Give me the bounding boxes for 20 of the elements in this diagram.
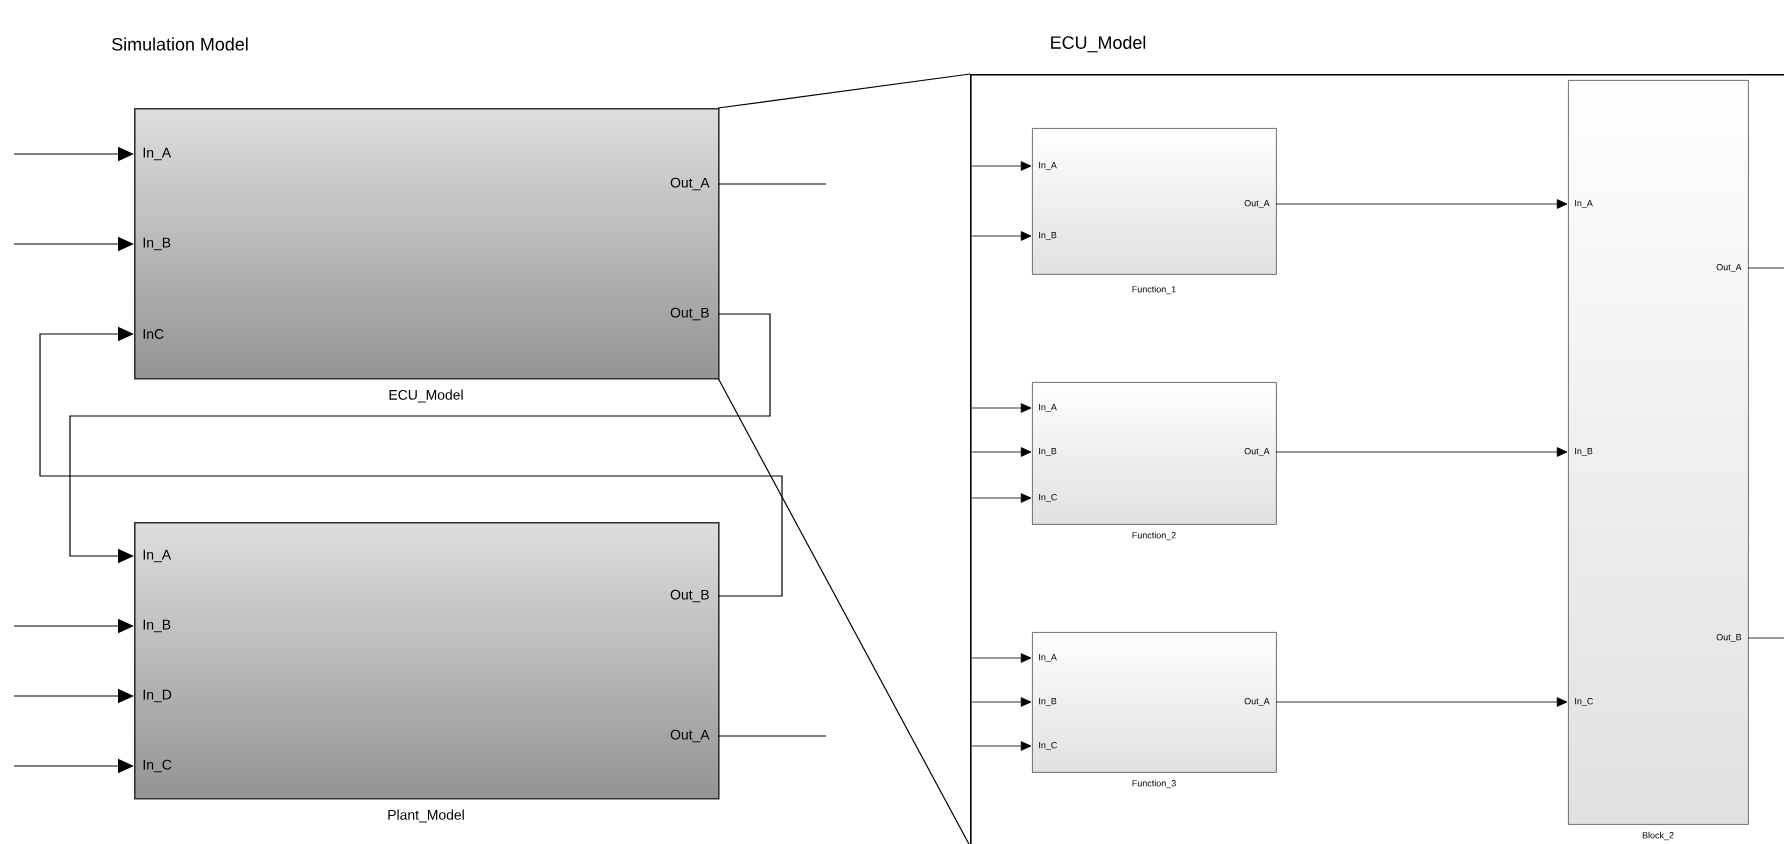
signal-line	[971, 741, 1032, 751]
panel-title: ECU_Model	[1051, 35, 1146, 53]
signal-line	[971, 653, 1032, 663]
zoom-line	[717, 377, 971, 844]
signal-line	[717, 183, 827, 185]
signal-line	[971, 697, 1032, 707]
connector-line	[1275, 447, 1568, 457]
connector-line	[39, 326, 783, 597]
signal-line	[971, 403, 1032, 413]
signal-line	[971, 493, 1032, 503]
signal-line	[1747, 267, 1784, 269]
diagram-title: Simulation Model	[112, 37, 248, 51]
signal-line	[971, 447, 1032, 457]
signal-line	[971, 161, 1032, 171]
connector-line	[1275, 199, 1568, 209]
signal-line	[971, 231, 1032, 241]
connector-line	[1275, 697, 1568, 707]
zoom-line	[717, 73, 971, 109]
signal-line	[717, 735, 827, 737]
signal-line	[1747, 637, 1784, 639]
